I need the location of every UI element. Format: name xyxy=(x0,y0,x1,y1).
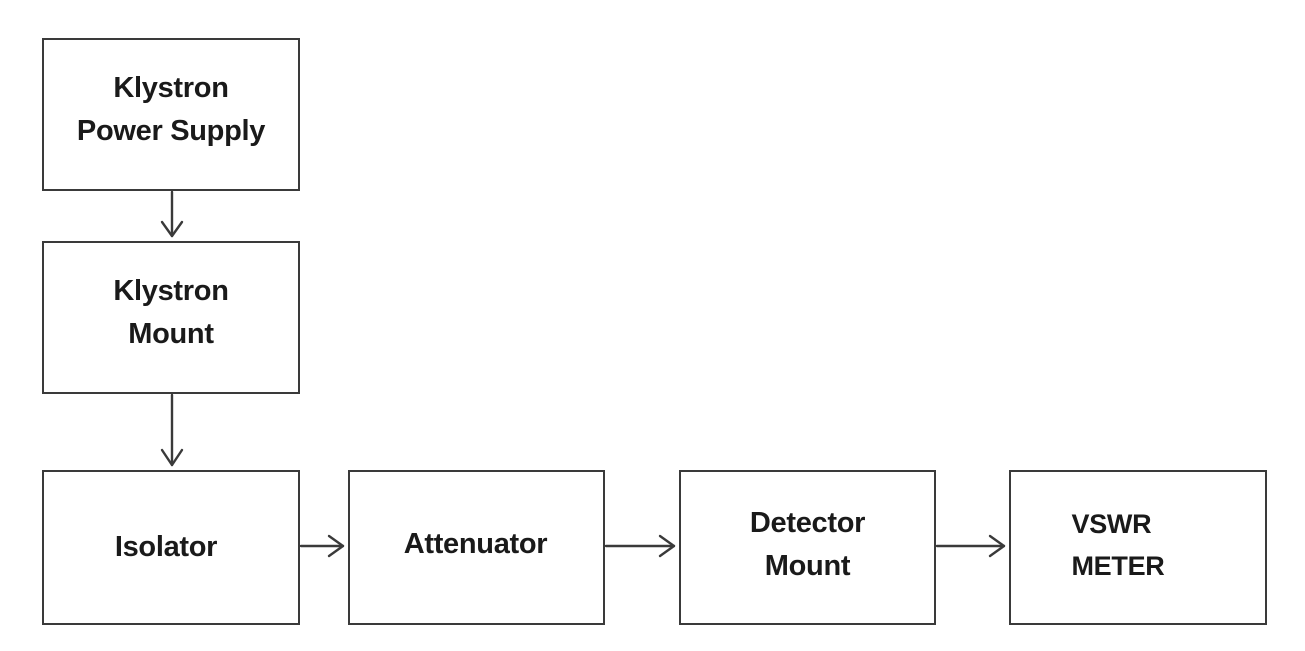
attenuator-label: Attenuator xyxy=(404,523,548,566)
block-label-line: METER xyxy=(1071,550,1165,581)
klystron-power-supply-block: Klystron Power Supply xyxy=(42,38,300,191)
detector-mount-label: Detector Mount xyxy=(749,502,866,588)
arrow-detector-to-vswr xyxy=(935,534,1006,558)
block-label-line: VSWR xyxy=(1071,508,1152,539)
isolator-block: Isolator xyxy=(42,470,300,625)
block-label-line: Mount xyxy=(764,549,851,582)
klystron-mount-label: Klystron Mount xyxy=(113,270,229,356)
block-label-line: Detector xyxy=(749,506,866,539)
block-label-line: Klystron xyxy=(113,71,229,104)
isolator-label: Isolator xyxy=(114,526,218,569)
attenuator-block: Attenuator xyxy=(348,470,605,625)
block-label-line: Attenuator xyxy=(403,528,548,560)
vswr-meter-block: VSWR METER xyxy=(1009,470,1267,625)
detector-mount-block: Detector Mount xyxy=(679,470,936,625)
arrow-power-supply-to-mount xyxy=(160,190,184,238)
block-label-line: Mount xyxy=(128,317,214,350)
arrow-mount-to-isolator xyxy=(160,393,184,467)
klystron-mount-block: Klystron Mount xyxy=(42,241,300,394)
arrow-attenuator-to-detector xyxy=(604,534,676,558)
block-label-line: Klystron xyxy=(113,274,229,307)
block-label-line: Isolator xyxy=(114,531,218,563)
vswr-meter-label: VSWR METER xyxy=(1071,503,1164,587)
block-label-line: Power Supply xyxy=(76,114,266,147)
klystron-power-supply-label: Klystron Power Supply xyxy=(77,67,265,153)
arrow-isolator-to-attenuator xyxy=(299,534,345,558)
